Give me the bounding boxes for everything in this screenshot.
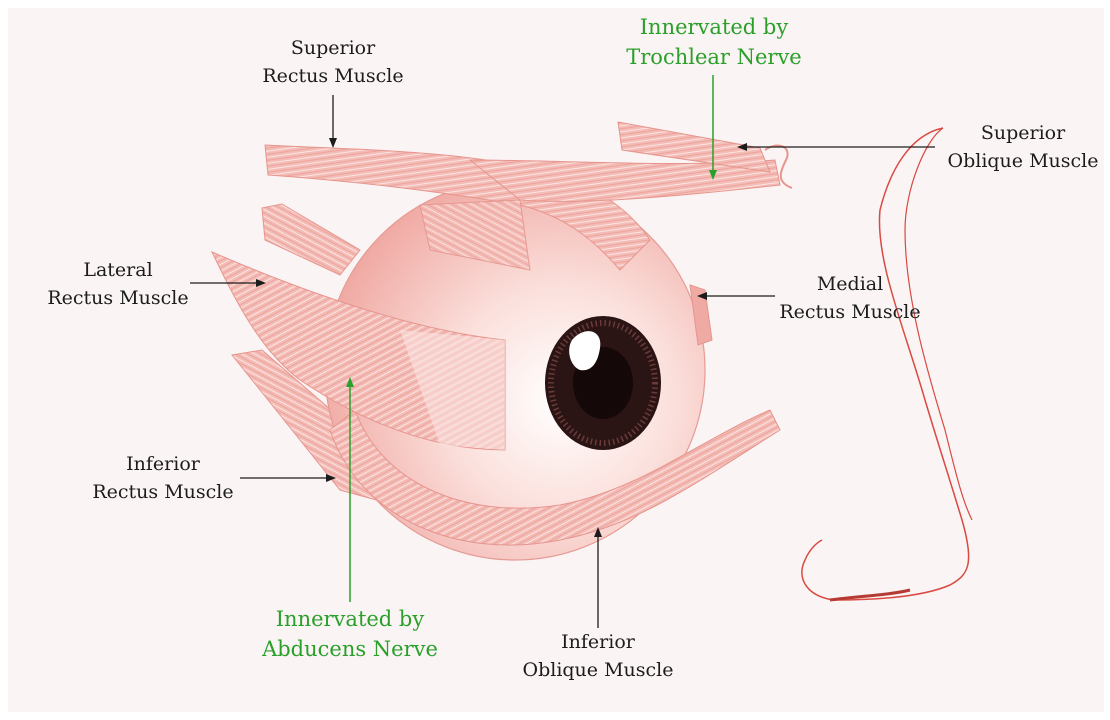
- label-inferior-rectus-muscle: Inferior Rectus Muscle: [85, 450, 241, 506]
- superior-oblique-muscle: [470, 122, 792, 201]
- label-superior-rectus-muscle: Superior Rectus Muscle: [250, 34, 416, 90]
- label-medial-rectus-muscle: Medial Rectus Muscle: [772, 270, 928, 326]
- label-superior-oblique-muscle: Superior Oblique Muscle: [938, 119, 1108, 175]
- iris: [545, 316, 661, 450]
- label-trochlear-nerve: Innervated by Trochlear Nerve: [612, 12, 816, 72]
- label-lateral-rectus-muscle: Lateral Rectus Muscle: [40, 256, 196, 312]
- label-inferior-oblique-muscle: Inferior Oblique Muscle: [515, 628, 681, 684]
- nose-outline: [802, 128, 972, 600]
- label-abducens-nerve: Innervated by Abducens Nerve: [250, 604, 450, 664]
